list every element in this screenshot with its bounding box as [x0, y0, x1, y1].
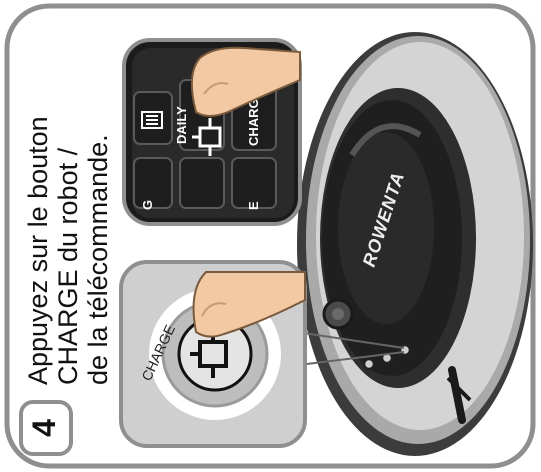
instruction-line-3: de la télécommande. — [83, 134, 113, 385]
instruction-line-2: CHARGE du robot / — [53, 147, 83, 385]
step-number-box: 4 — [21, 402, 71, 454]
instruction-text: Appuyez sur le bouton CHARGE du robot / … — [23, 116, 113, 385]
robot-charge-button[interactable] — [400, 345, 410, 355]
remote-label-charge: CHARG — [246, 98, 261, 146]
robot-vacuum-illustration: ROWENTA — [297, 32, 533, 456]
charge-button-callout: CHARGE — [121, 262, 305, 446]
remote-label-g: G — [140, 200, 155, 210]
remote-label-e: E — [246, 201, 261, 210]
remote-callout: DAILY CHARG G E — [124, 40, 300, 224]
remote-label-daily: DAILY — [174, 106, 189, 144]
step-number: 4 — [26, 419, 62, 437]
instruction-line-1: Appuyez sur le bouton — [23, 116, 53, 385]
